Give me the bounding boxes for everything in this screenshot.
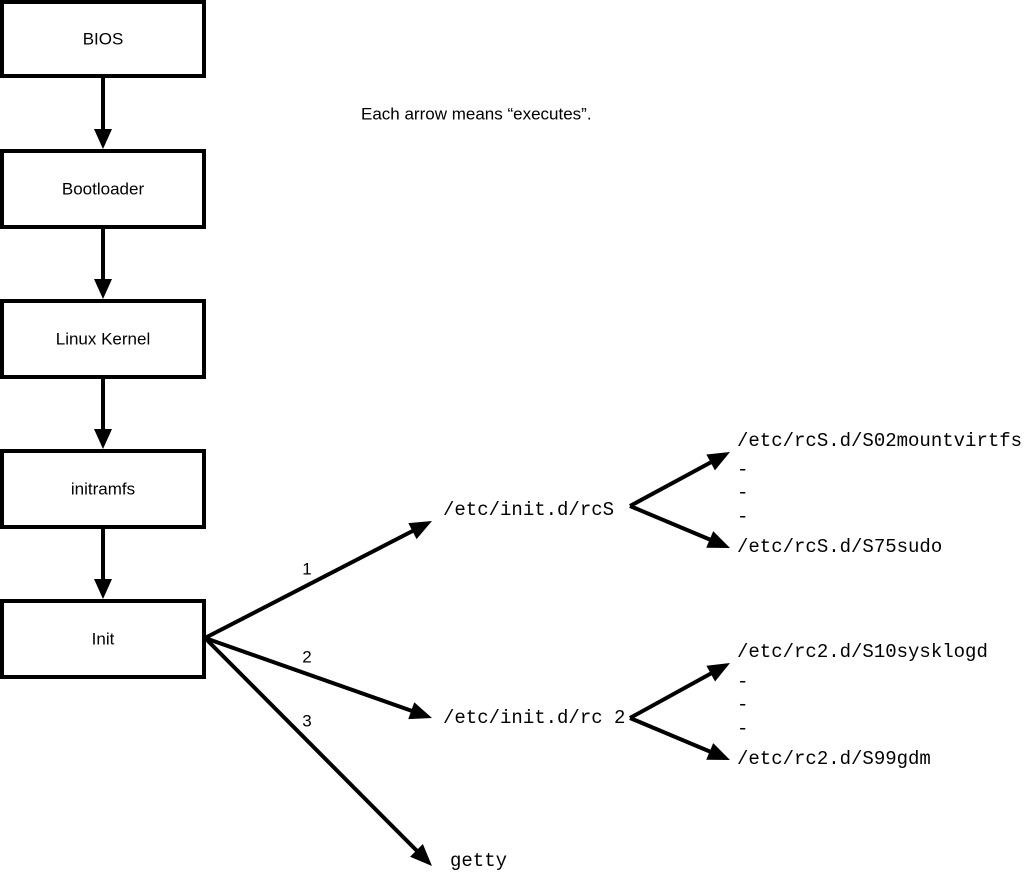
script-arrow-rcs-first xyxy=(629,452,730,508)
script-group-container: /etc/rcS.d/S02mountvirtfs/etc/rcS.d/S75s… xyxy=(629,430,1022,770)
stage-box-init[interactable]: Init xyxy=(0,599,206,679)
script-ellipsis-dash-rc2-group-1: - xyxy=(737,694,748,716)
script-ellipsis-dash-rc2-group-2: - xyxy=(737,718,748,740)
script-arrow-rc2-last xyxy=(629,716,730,760)
vertical-arrow-bootloader-to-kernel-head xyxy=(94,279,112,299)
script-ellipsis-dash-rcs-group-0: - xyxy=(737,459,748,481)
stage-box-label-kernel: Linux Kernel xyxy=(56,329,151,348)
mid-node-label-getty[interactable]: getty xyxy=(450,850,507,872)
script-arrow-rcs-first-line xyxy=(629,457,718,508)
mid-node-label-group: /etc/init.d/rcS/etc/init.d/rc 2 getty xyxy=(443,499,625,872)
fanout-arrow-init-getty-line xyxy=(203,636,423,857)
fanout-arrow-init-rcs-line xyxy=(204,526,419,640)
fanout-arrow-init-rcs xyxy=(204,521,432,640)
stage-box-rect-initramfs xyxy=(0,449,206,529)
script-ellipsis-dash-rc2-group-0: - xyxy=(737,671,748,693)
mid-node-label-rcs[interactable]: /etc/init.d/rcS xyxy=(443,499,614,521)
script-arrow-rcs-last-head xyxy=(706,531,730,548)
vertical-arrow-bootloader-to-kernel xyxy=(94,227,112,299)
stage-box-bootloader[interactable]: Bootloader xyxy=(0,149,206,229)
script-label-rcs-first[interactable]: /etc/rcS.d/S02mountvirtfs xyxy=(737,430,1022,452)
fanout-number-init-getty: 3 xyxy=(302,711,311,730)
vertical-arrow-initramfs-to-init-head xyxy=(94,579,112,599)
script-arrow-rc2-last-line xyxy=(629,716,717,756)
stage-box-bios[interactable]: BIOS xyxy=(0,0,206,78)
init-fanout-group: 1 2 3 xyxy=(203,521,432,866)
script-label-rc2-first[interactable]: /etc/rc2.d/S10sysklogd xyxy=(737,641,988,663)
script-label-rc2-last[interactable]: /etc/rc2.d/S99gdm xyxy=(737,748,931,770)
fanout-arrow-init-getty-head xyxy=(410,844,432,866)
vertical-arrow-bios-to-bootloader-head xyxy=(94,129,112,149)
mid-node-label-rc2[interactable]: /etc/init.d/rc 2 xyxy=(443,707,625,729)
script-arrow-rc2-first xyxy=(629,663,730,720)
fanout-number-init-rcs: 1 xyxy=(302,559,311,578)
stage-box-label-init: Init xyxy=(92,629,115,648)
vertical-arrow-initramfs-to-init xyxy=(94,527,112,599)
script-arrow-rc2-first-head xyxy=(706,663,730,682)
script-arrow-rcs-last-line xyxy=(629,504,717,544)
stage-box-label-bios: BIOS xyxy=(83,29,124,48)
stage-box-initramfs[interactable]: initramfs xyxy=(0,449,206,529)
fanout-arrow-init-rc2-line xyxy=(204,636,418,715)
script-ellipsis-dash-rcs-group-1: - xyxy=(737,482,748,504)
vertical-arrow-group xyxy=(94,76,112,599)
script-arrow-rc2-first-line xyxy=(629,668,718,720)
stage-box-rect-kernel xyxy=(0,299,206,379)
stage-box-label-bootloader: Bootloader xyxy=(62,179,145,198)
script-label-rcs-last[interactable]: /etc/rcS.d/S75sudo xyxy=(737,536,942,558)
vertical-arrow-kernel-to-initramfs xyxy=(94,377,112,449)
stage-box-label-initramfs: initramfs xyxy=(71,479,135,498)
fanout-arrow-init-getty xyxy=(203,636,432,866)
legend-note: Each arrow means “executes”. xyxy=(361,104,592,123)
fanout-arrow-init-rcs-head xyxy=(408,521,432,540)
vertical-arrow-bios-to-bootloader xyxy=(94,76,112,149)
fanout-arrow-init-rc2-head xyxy=(408,702,432,720)
vertical-arrow-kernel-to-initramfs-head xyxy=(94,429,112,449)
script-group-rc2-group: /etc/rc2.d/S10sysklogd/etc/rc2.d/S99gdm -… xyxy=(629,641,988,770)
script-arrow-rcs-first-head xyxy=(706,452,730,471)
fanout-arrow-init-rc2 xyxy=(204,636,432,720)
stage-box-kernel[interactable]: Linux Kernel xyxy=(0,299,206,379)
script-arrow-rc2-last-head xyxy=(706,743,730,760)
script-arrow-rcs-last xyxy=(629,504,730,548)
stage-box-rect-bios xyxy=(0,0,206,78)
stage-box-rect-init xyxy=(0,599,206,679)
script-ellipsis-dash-rcs-group-2: - xyxy=(737,506,748,528)
fanout-number-init-rc2: 2 xyxy=(302,647,311,666)
script-group-rcs-group: /etc/rcS.d/S02mountvirtfs/etc/rcS.d/S75s… xyxy=(629,430,1022,558)
